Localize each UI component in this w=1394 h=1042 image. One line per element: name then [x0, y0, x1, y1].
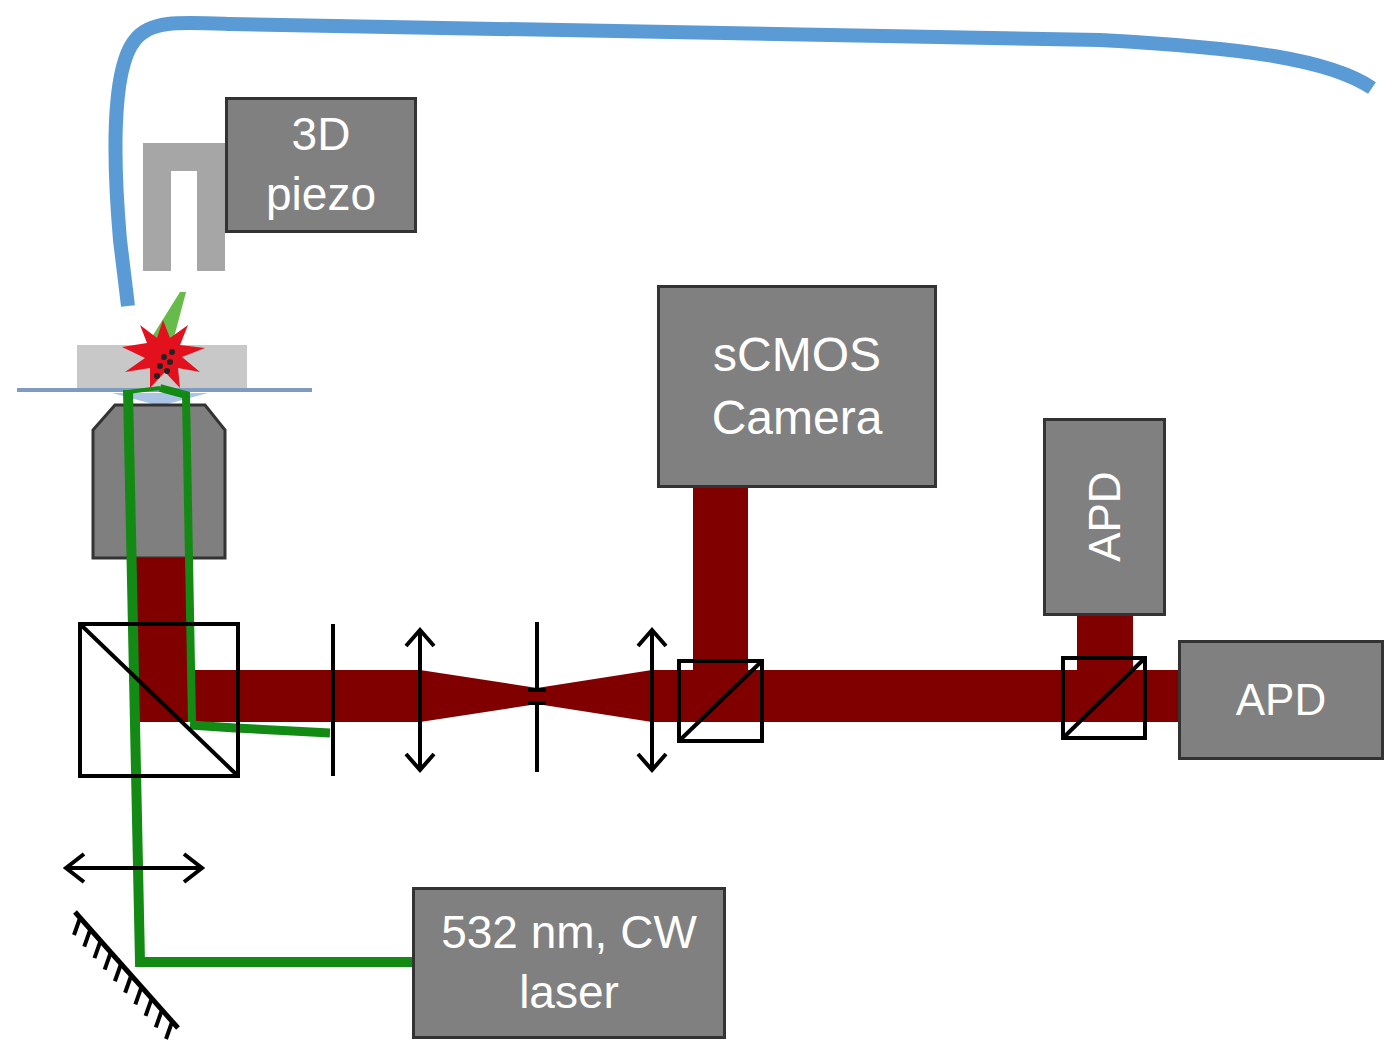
filter: [331, 624, 335, 776]
node-label: APD: [1236, 671, 1326, 728]
fluorescence-star: [122, 320, 205, 388]
piezo-box: 3D piezo: [225, 97, 417, 233]
apd-box: APD: [1043, 418, 1166, 616]
detection-beam: [130, 488, 1180, 722]
node-label: 532 nm, CW laser: [429, 903, 709, 1023]
mirror: [74, 912, 178, 1039]
emitters: [154, 349, 175, 379]
excitation-beam: [128, 388, 412, 962]
tuning-fork: [143, 143, 227, 271]
dichroic-cube: [80, 624, 238, 776]
pinhole: [528, 622, 546, 772]
apd-box: APD: [1178, 640, 1384, 760]
translation-arrow: [66, 854, 202, 882]
node-label: 3D piezo: [246, 105, 396, 225]
objective: [93, 405, 225, 558]
optical-fiber: [115, 23, 1372, 306]
node-label: APD: [1076, 472, 1133, 562]
node-label: sCMOS Camera: [677, 324, 917, 449]
camera-box: sCMOS Camera: [657, 285, 937, 488]
laser-box: 532 nm, CW laser: [412, 887, 726, 1039]
beam-splitters: [679, 658, 1145, 741]
